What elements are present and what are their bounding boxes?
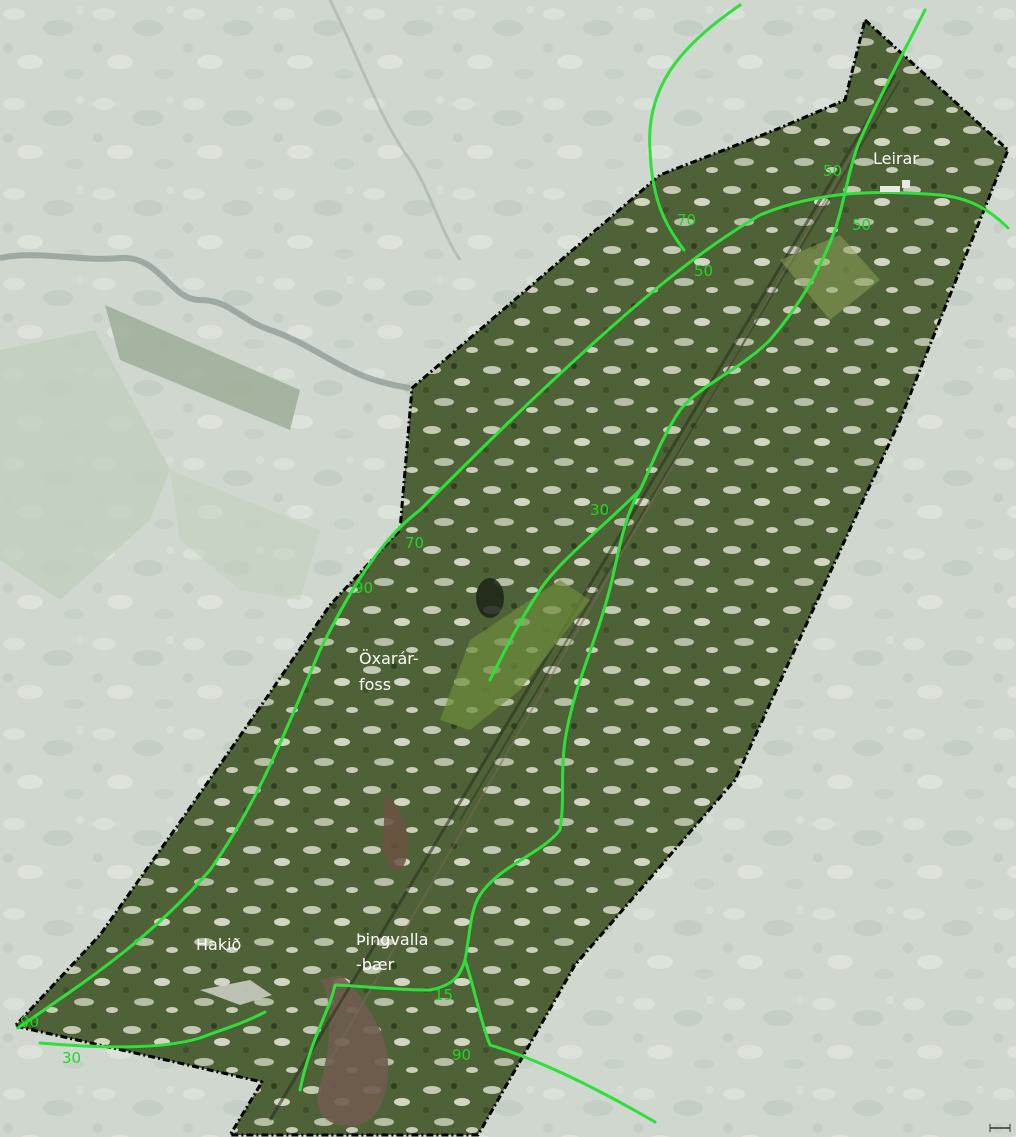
scale-bar-icon (989, 1124, 1011, 1132)
place-label-leirar: Leirar (873, 149, 919, 168)
park-boundary-line (13, 18, 1010, 1137)
road-center-branch (488, 488, 642, 682)
road-north-loop (648, 3, 742, 252)
road-center-south (298, 488, 642, 1092)
place-label-thingvallabaer-line1: Þingvalla (356, 930, 428, 949)
place-labels: Leirar Öxarár- foss Hakið Þingvalla -bær (196, 149, 919, 974)
road-ne-north (638, 8, 927, 492)
road-south-branch (463, 958, 657, 1124)
park-area (15, 20, 1008, 1135)
speed-label-south-road: 90 (452, 1046, 471, 1064)
road-sw-inner (38, 1010, 267, 1049)
road-network (16, 3, 1010, 1124)
place-label-thingvallabaer-line2: -bær (356, 955, 395, 974)
speed-label-north-loop: 70 (677, 211, 696, 229)
speed-label-center: 30 (590, 501, 609, 519)
place-label-oxararfoss-line2: foss (359, 675, 391, 694)
speed-label-sw-corner: 90 (20, 1013, 39, 1031)
speed-label-south-junction: 15 (434, 986, 453, 1004)
place-label-oxararfoss-line1: Öxarár- (359, 649, 419, 668)
speed-label-north-main: 50 (694, 262, 713, 280)
speed-label-west-main: 90 (354, 579, 373, 597)
speed-label-west-upper: 70 (405, 534, 424, 552)
speed-label-ne-north: 50 (823, 162, 842, 180)
place-label-hakid: Hakið (196, 935, 241, 954)
leirar-buildings (880, 180, 910, 192)
speed-label-sw-inner: 30 (62, 1049, 81, 1067)
road-main-west (16, 190, 1010, 1030)
speed-label-ne-east: 50 (852, 216, 871, 234)
speed-limit-labels: 50 50 70 50 30 70 90 90 30 15 90 (20, 162, 871, 1067)
